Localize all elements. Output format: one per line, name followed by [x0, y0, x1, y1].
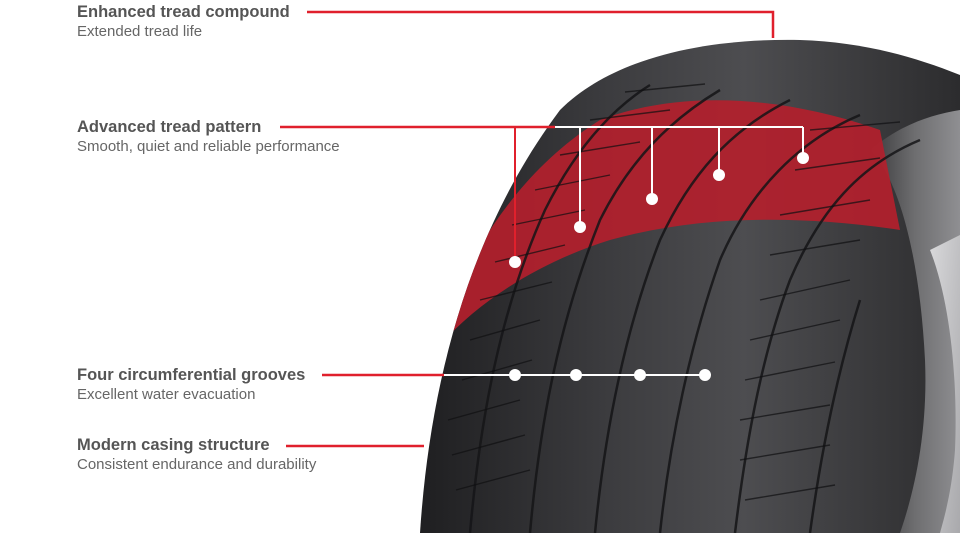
callout-tread-compound: Enhanced tread compound Extended tread l… — [77, 2, 290, 42]
callout-subtitle: Excellent water evacuation — [77, 386, 256, 403]
tread-pattern-highlight — [440, 100, 900, 345]
callout-subtitle: Extended tread life — [77, 23, 203, 40]
callout-grooves: Four circumferential grooves Excellent w… — [77, 365, 305, 405]
callout-tread-pattern: Advanced tread pattern Smooth, quiet and… — [77, 117, 340, 157]
callout-title: Four circumferential grooves — [77, 366, 306, 384]
callout-title: Modern casing structure — [77, 436, 270, 454]
callout-subtitle: Consistent endurance and durability — [77, 456, 317, 473]
callout-subtitle: Smooth, quiet and reliable performance — [77, 138, 340, 155]
callout-title: Advanced tread pattern — [77, 118, 262, 136]
tread-sipes — [447, 83, 901, 501]
callout-casing-structure: Modern casing structure Consistent endur… — [77, 435, 316, 475]
callout-title: Enhanced tread compound — [77, 3, 290, 21]
tire-sidewall — [870, 110, 960, 533]
marker-dot-grooves — [509, 369, 711, 381]
leader-line-tread-compound — [307, 10, 775, 38]
marker-dot-pattern — [509, 152, 809, 268]
leader-line-tread-pattern — [280, 125, 804, 262]
